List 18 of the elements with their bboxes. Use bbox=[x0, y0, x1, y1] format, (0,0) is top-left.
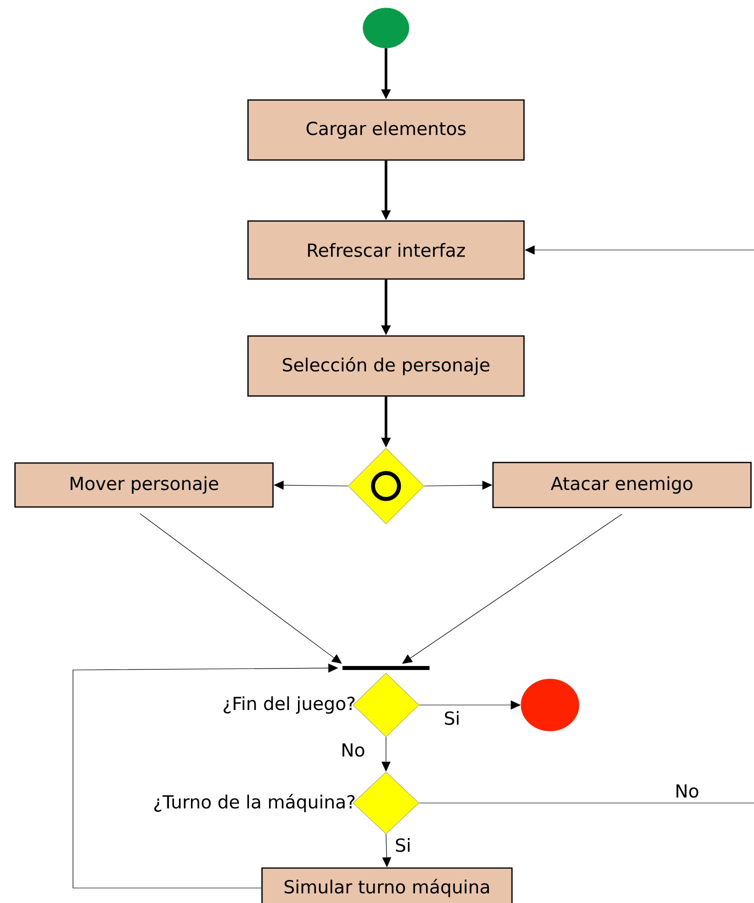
node-label: ¿Fin del juego? bbox=[224, 696, 355, 714]
process-box: Mover personaje bbox=[14, 462, 274, 508]
edge-label: No bbox=[674, 783, 700, 799]
arrow bbox=[402, 514, 622, 664]
join-bar bbox=[342, 666, 430, 670]
process-box: Cargar elementos bbox=[247, 99, 525, 161]
process-box: Selección de personaje bbox=[247, 335, 525, 397]
process-box: Refrescar interfaz bbox=[247, 220, 525, 280]
start-circle bbox=[362, 8, 410, 48]
process-box: Simular turno máquina bbox=[261, 867, 513, 903]
arrow bbox=[140, 513, 342, 664]
edge-label: Si bbox=[442, 710, 462, 726]
node-label: ¿Turno de la máquina? bbox=[154, 794, 355, 812]
merge-diamond bbox=[348, 448, 424, 524]
process-box: Atacar enemigo bbox=[492, 462, 752, 508]
end-circle bbox=[520, 678, 580, 732]
edge-label: Si bbox=[394, 837, 412, 853]
edge-label: No bbox=[340, 742, 366, 758]
